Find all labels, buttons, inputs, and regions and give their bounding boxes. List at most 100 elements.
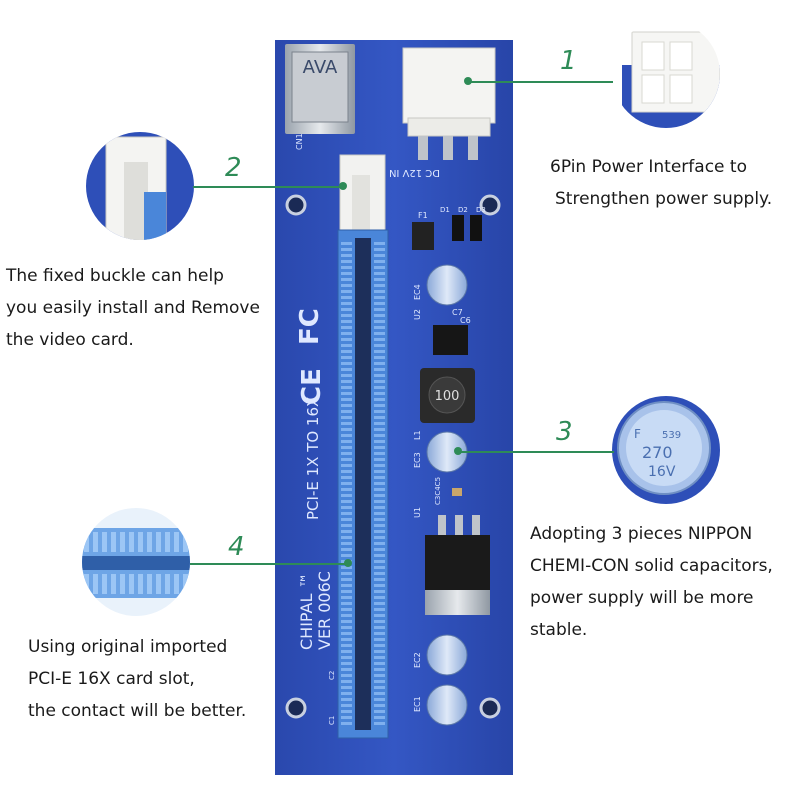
slot-pin	[374, 260, 385, 263]
capacitor-ec1	[426, 684, 468, 726]
c7-label: C7	[452, 308, 463, 317]
slot-pin	[341, 428, 352, 431]
slot-pin	[341, 416, 352, 419]
slot-pin	[341, 398, 352, 401]
zoom-slot-pin	[165, 574, 170, 594]
zoom-slot-pin	[120, 574, 125, 594]
slot-pin	[374, 470, 385, 473]
slot-pin	[374, 296, 385, 299]
callout-number-3: 3	[556, 417, 573, 447]
zoom-slot-pin	[120, 532, 125, 552]
slot-pin	[374, 272, 385, 275]
slot-pin	[341, 686, 352, 689]
slot-pin	[341, 662, 352, 665]
l1-label: L1	[413, 430, 422, 440]
slot-pin	[341, 644, 352, 647]
slot-pin	[374, 374, 385, 377]
slot-pin	[374, 608, 385, 611]
pcie-16x-slot	[337, 229, 389, 739]
zoom-slot-pin	[138, 532, 143, 552]
slot-pin	[374, 698, 385, 701]
zoom-slot-pin	[129, 532, 134, 552]
zoom-slot-pin	[129, 574, 134, 594]
slot-pin	[341, 242, 352, 245]
ce-mark: CE	[297, 368, 327, 405]
zoom-fixed-buckle	[86, 132, 194, 240]
slot-pin	[341, 596, 352, 599]
slot-pin	[341, 374, 352, 377]
zoom-slot-pin	[174, 574, 179, 594]
callout-number-4: 4	[228, 532, 245, 562]
callout-1-line: Strengthen power supply.	[555, 189, 773, 209]
callout-2-line: you easily install and Remove	[6, 298, 260, 318]
slot-pin	[374, 386, 385, 389]
slot-pin	[374, 266, 385, 269]
slot-pin	[341, 494, 352, 497]
slot-pin	[341, 392, 352, 395]
slot-pin	[374, 722, 385, 725]
callout-2-line: The fixed buckle can help	[6, 266, 224, 286]
slot-pin	[374, 506, 385, 509]
slot-pin	[341, 590, 352, 593]
zoom-slot-pin	[138, 574, 143, 594]
slot-pin	[341, 614, 352, 617]
slot-pin	[374, 308, 385, 311]
smd-capacitor	[452, 488, 462, 496]
zoom-six-pin-connector	[612, 20, 720, 128]
slot-pin	[374, 248, 385, 251]
slot-pin	[374, 524, 385, 527]
slot-pin	[374, 572, 385, 575]
usb-label: AVA	[303, 57, 338, 78]
slot-pin	[341, 608, 352, 611]
fixed-buckle	[339, 154, 386, 231]
slot-pin	[374, 656, 385, 659]
slot-pin	[341, 656, 352, 659]
callout-3-line: stable.	[530, 620, 588, 640]
slot-pin	[341, 482, 352, 485]
slot-pin	[374, 458, 385, 461]
slot-pin	[374, 638, 385, 641]
callout-number-2: 2	[225, 153, 242, 183]
slot-pin	[341, 260, 352, 263]
d1-label: D1	[440, 206, 450, 214]
slot-pin	[341, 272, 352, 275]
slot-pin	[341, 458, 352, 461]
slot-pin	[374, 350, 385, 353]
slot-pin	[341, 554, 352, 557]
zoom-slot-pin	[156, 574, 161, 594]
slot-pin	[374, 410, 385, 413]
slot-pin	[374, 542, 385, 545]
slot-pin	[341, 542, 352, 545]
slot-pin	[374, 518, 385, 521]
zoom-slot-pin	[147, 532, 152, 552]
c3c4c5-label: C3C4C5	[434, 477, 442, 505]
slot-pin	[341, 584, 352, 587]
capacitor-ec2	[426, 634, 468, 676]
callout-text-3: Adopting 3 pieces NIPPON CHEMI-CON solid…	[530, 518, 773, 646]
slot-pin	[341, 434, 352, 437]
slot-pin	[341, 410, 352, 413]
slot-pin	[341, 422, 352, 425]
slot-pin	[374, 476, 385, 479]
slot-pin	[374, 452, 385, 455]
slot-pin	[341, 602, 352, 605]
slot-pin	[341, 314, 352, 317]
slot-pin	[341, 470, 352, 473]
slot-pin	[374, 704, 385, 707]
slot-pin	[374, 668, 385, 671]
callout-number-1: 1	[560, 46, 577, 76]
inductor-label: 100	[435, 389, 460, 404]
slot-pin	[341, 338, 352, 341]
zoom-slot-pin	[156, 532, 161, 552]
slot-pin	[374, 338, 385, 341]
callout-line-4	[190, 563, 348, 565]
callout-3-line: power supply will be more	[530, 588, 754, 608]
callout-4-line: the contact will be better.	[28, 701, 247, 721]
slot-pin	[341, 440, 352, 443]
zoom-slot-pin	[93, 532, 98, 552]
f1-label: F1	[418, 211, 428, 220]
callout-text-1: 6Pin Power Interface to Strengthen power…	[550, 151, 772, 215]
slot-pin	[341, 308, 352, 311]
slot-pin	[341, 566, 352, 569]
